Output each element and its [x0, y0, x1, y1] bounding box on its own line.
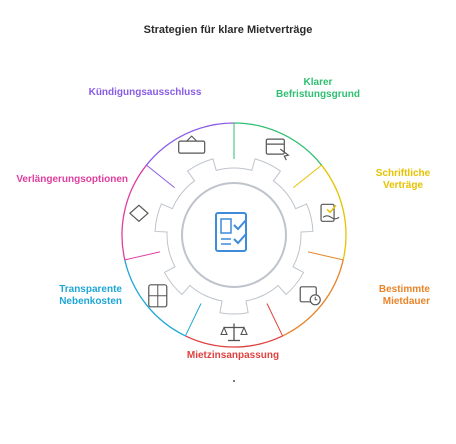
segment-divider — [266, 303, 284, 337]
segment-divider — [307, 251, 344, 261]
segment-arc-mietzins — [185, 335, 283, 348]
center-icon-box — [220, 218, 232, 234]
label-mietzins: Mietzinsanpassung — [186, 350, 280, 361]
segment-arc-befristung — [233, 122, 323, 166]
sign-hanger — [186, 135, 198, 142]
segment-divider — [184, 303, 202, 337]
clock-hands — [314, 296, 318, 301]
check-mark — [326, 204, 337, 214]
segment-divider — [146, 164, 175, 189]
signed-documents-icon — [320, 203, 335, 222]
decorative-dot — [233, 380, 235, 382]
label-verlaengerung: Verlängerungsoptionen — [16, 174, 128, 185]
signature-stroke — [322, 215, 340, 220]
diagram-title: Strategien für klare Mietverträge — [143, 24, 313, 36]
center-circle — [181, 182, 287, 288]
pointer-icon — [279, 148, 290, 161]
inner-gear-ring — [154, 158, 314, 315]
segment-divider — [124, 251, 161, 261]
center-icon-check — [233, 219, 247, 231]
segment-divider — [293, 164, 322, 189]
segment-arc-schriftlich — [321, 164, 347, 261]
contract-document-icon — [215, 212, 247, 252]
segment-arc-mietdauer — [282, 259, 344, 337]
center-icon-check — [233, 233, 247, 245]
calendar-pointer-icon — [265, 138, 285, 155]
diamond-icon — [129, 204, 149, 223]
scale-pans — [220, 326, 248, 336]
segment-arc-kuendigung — [145, 122, 235, 166]
segment-arc-verlaengerung — [121, 164, 147, 261]
close-sign-icon — [178, 140, 206, 154]
segment-arc-nebenkosten — [124, 259, 186, 337]
label-kuendigung: Kündigungsausschluss — [88, 87, 202, 98]
